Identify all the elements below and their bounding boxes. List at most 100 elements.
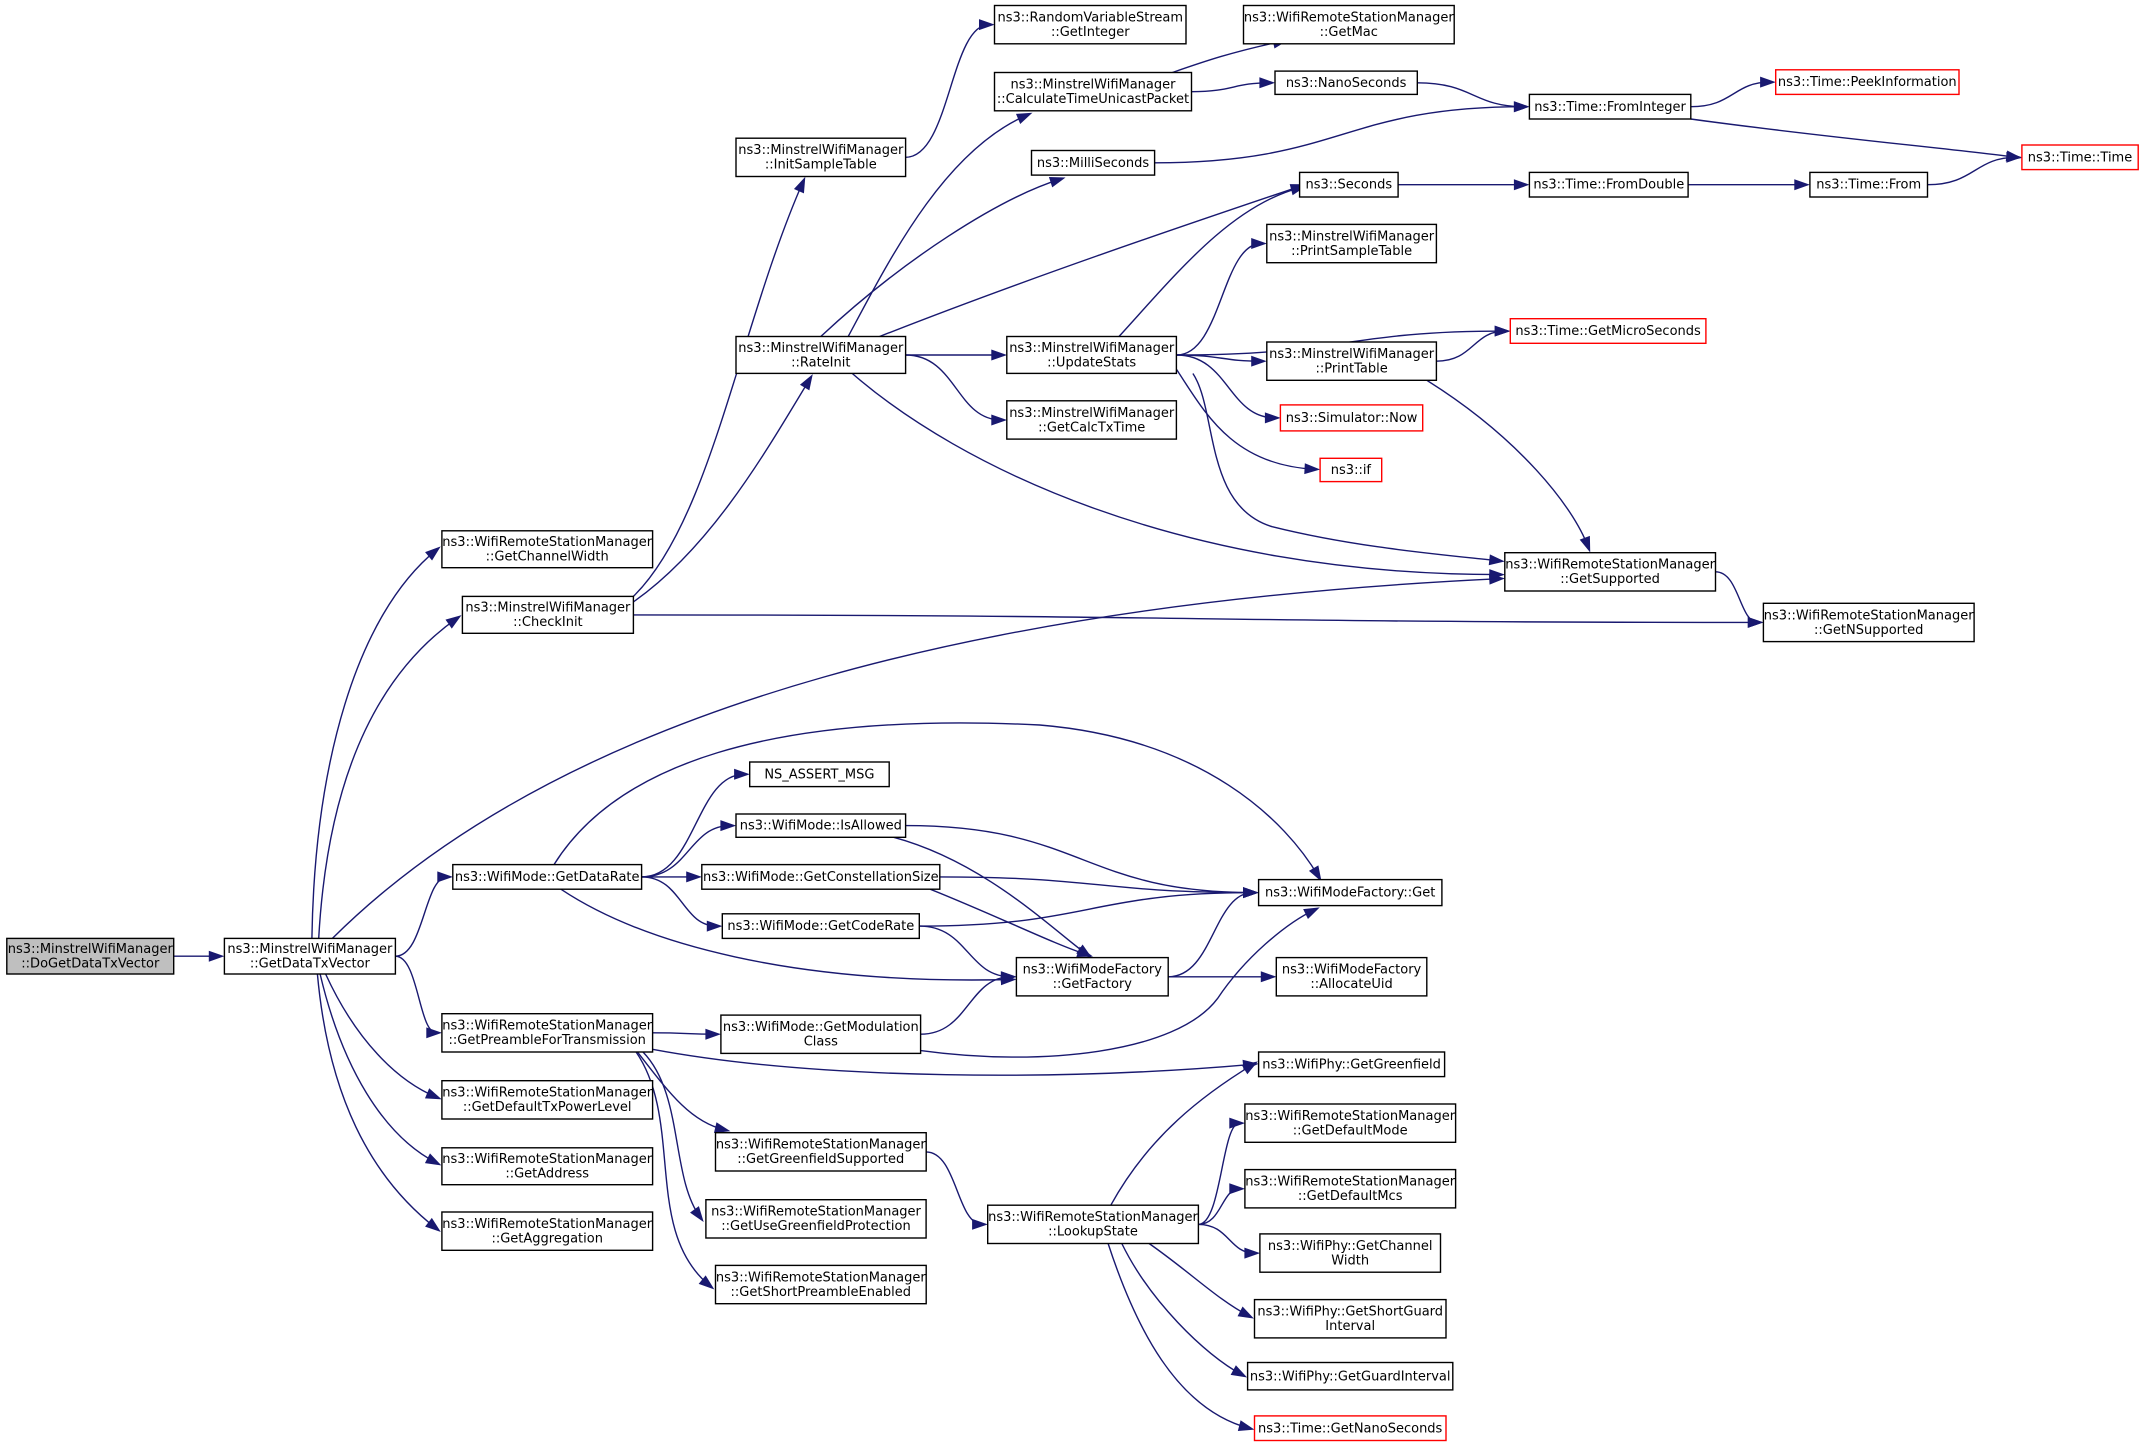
edge-line [560,888,1012,981]
node-box [987,1204,1200,1245]
node-box [1259,1233,1442,1273]
node-label-line: ::GetDefaultTxPowerLevel [463,1100,632,1115]
node-label-line: ns3::MinstrelWifiManager [1009,406,1175,421]
node-box [1006,335,1178,375]
node-label-line: ns3::MilliSeconds [1037,156,1150,171]
node-getinteger[interactable]: ns3::RandomVariableStream::GetInteger [993,4,1187,45]
node-getshortpreambleenabled[interactable]: ns3::WifiRemoteStationManager::GetShortP… [714,1264,927,1305]
node-time-frominteger[interactable]: ns3::Time::FromInteger [1528,93,1692,120]
edge-lookupstate-to-getshortguardinterval [1148,1242,1254,1319]
node-box [1809,171,1929,198]
node-nanoseconds[interactable]: ns3::NanoSeconds [1274,70,1419,96]
node-getgreenfieldsupported[interactable]: ns3::WifiRemoteStationManager::GetGreenf… [714,1131,927,1172]
node-wifimodefactory-getfactory[interactable]: ns3::WifiModeFactory::GetFactory [1015,956,1169,997]
edge-line [1198,1122,1240,1226]
node-calculatetimeunicastpacket[interactable]: ns3::MinstrelWifiManager::CalculateTimeU… [993,71,1193,112]
node-box [1774,69,1960,96]
node-ns-assert-msg[interactable]: NS_ASSERT_MSG [749,761,890,788]
arrowhead [425,1217,441,1232]
node-label-line: ns3::WifiRemoteStationManager [1505,558,1715,573]
edge-line [1690,81,1771,108]
edge-line [632,378,811,603]
edge-seconds-to-time_fromdouble [1398,179,1530,191]
arrowhead [1747,616,1764,628]
node-getusegreenfieldprotection[interactable]: ns3::WifiRemoteStationManager::GetUseGre… [705,1198,927,1239]
arrowhead [1489,569,1505,581]
node-getcoderate[interactable]: ns3::WifiMode::GetCodeRate [721,913,920,940]
node-label-line: Interval [1325,1319,1375,1334]
arrowhead [424,1153,442,1166]
node-checkinit[interactable]: ns3::MinstrelWifiManager::CheckInit [461,595,635,635]
node-getguardinterval[interactable]: ns3::WifiPhy::GetGuardInterval [1246,1361,1454,1391]
node-getmac[interactable]: ns3::WifiRemoteStationManager::GetMac [1242,4,1455,45]
node-label-line: ns3::WifiMode::IsAllowed [740,819,902,834]
node-time-fromdouble[interactable]: ns3::Time::FromDouble [1528,171,1689,198]
node-getgreenfield[interactable]: ns3::WifiPhy::GetGreenfield [1257,1051,1446,1078]
edge-getdatarate-to-wifimodefactory_get [553,722,1322,882]
node-milliseconds[interactable]: ns3::MilliSeconds [1030,149,1156,176]
node-printtable[interactable]: ns3::MinstrelWifiManager::PrintTable [1266,341,1438,381]
node-dogetdatatxvector: ns3::MinstrelWifiManager::DoGetDataTxVec… [6,937,175,975]
node-getnsupported[interactable]: ns3::WifiRemoteStationManager::GetNSuppo… [1762,602,1975,643]
edge-line [919,891,1254,927]
node-box [1246,1361,1454,1391]
arrowhead [1229,1183,1246,1195]
edge-lookupstate-to-getdefaultmode [1198,1117,1246,1226]
node-box [720,1014,922,1055]
node-phy-getchannelwidth[interactable]: ns3::WifiPhy::GetChannelWidth [1259,1233,1442,1273]
node-getnanoseconds[interactable]: ns3::Time::GetNanoSeconds [1253,1415,1447,1442]
node-box [705,1198,927,1239]
edge-line [893,836,1089,956]
node-updatestats[interactable]: ns3::MinstrelWifiManager::UpdateStats [1006,335,1178,375]
node-box [1244,1103,1457,1143]
node-getaggregation[interactable]: ns3::WifiRemoteStationManager::GetAggreg… [441,1211,654,1251]
node-seconds[interactable]: ns3::Seconds [1298,171,1399,198]
node-getdefaulttxpowerlevel[interactable]: ns3::WifiRemoteStationManager::GetDefaul… [441,1079,654,1120]
node-label-line: ns3::WifiRemoteStationManager [442,535,652,550]
node-label-line: ns3::Time::PeekInformation [1778,75,1957,90]
node-getdatatxvector[interactable]: ns3::MinstrelWifiManager::GetDataTxVecto… [223,937,397,975]
edge-line [1426,379,1589,548]
node-getsupported[interactable]: ns3::WifiRemoteStationManager::GetSuppor… [1504,552,1717,592]
edge-line [1172,40,1284,74]
arrowhead [1015,112,1033,124]
node-getpreambleforuse[interactable]: ns3::WifiRemoteStationManager::GetPreamb… [441,1013,654,1053]
node-box [993,4,1187,45]
node-printsampletable[interactable]: ns3::MinstrelWifiManager::PrintSampleTab… [1266,223,1438,264]
node-box [223,937,397,975]
node-rateinit[interactable]: ns3::MinstrelWifiManager::RateInit [735,335,907,375]
edge-line [1927,156,2017,186]
node-label-line: ns3::MinstrelWifiManager [738,143,904,158]
node-lookupstate[interactable]: ns3::WifiRemoteStationManager::LookupSta… [987,1204,1200,1245]
node-if[interactable]: ns3::if [1319,457,1383,483]
node-label-line: ::AllocateUid [1310,977,1392,992]
node-time-from[interactable]: ns3::Time::From [1809,171,1929,198]
arrowhead [698,1275,715,1290]
edge-updatestats-to-simulator_now [1176,354,1281,424]
node-simulator-now[interactable]: ns3::Simulator::Now [1279,404,1424,432]
node-label-line: ::PrintTable [1315,362,1387,377]
node-peekinformation[interactable]: ns3::Time::PeekInformation [1774,69,1960,96]
node-getaddress[interactable]: ns3::WifiRemoteStationManager::GetAddres… [441,1147,654,1186]
edge-line [316,973,437,1230]
node-getcalctxtime[interactable]: ns3::MinstrelWifiManager::GetCalcTxTime [1006,400,1178,440]
node-getchannelwidth[interactable]: ns3::WifiRemoteStationManager::GetChanne… [441,530,654,569]
node-wifimodefactory-get[interactable]: ns3::WifiModeFactory::Get [1257,878,1443,907]
node-getmicroseconds[interactable]: ns3::Time::GetMicroSeconds [1509,318,1707,345]
node-initsampletable[interactable]: ns3::MinstrelWifiManager::InitSampleTabl… [735,137,907,178]
node-time-time[interactable]: ns3::Time::Time [2021,144,2139,171]
node-getdefaultmcs[interactable]: ns3::WifiRemoteStationManager::GetDefaul… [1244,1168,1457,1209]
node-getconstellationsize[interactable]: ns3::WifiMode::GetConstellationSize [701,863,941,890]
edge-line [642,1051,701,1218]
node-box [735,813,907,838]
node-getdatarate[interactable]: ns3::WifiMode::GetDataRate [452,863,643,890]
node-allocateuid[interactable]: ns3::WifiModeFactory::AllocateUid [1275,956,1428,997]
edge-isallowed-to-wifimodefactory_get [905,824,1259,899]
node-getdefaultmode[interactable]: ns3::WifiRemoteStationManager::GetDefaul… [1244,1103,1457,1143]
node-box [1253,1415,1447,1442]
node-isallowed[interactable]: ns3::WifiMode::IsAllowed [735,813,907,838]
node-label-line: ns3::MinstrelWifiManager [465,601,631,616]
arrowhead [713,1122,731,1133]
